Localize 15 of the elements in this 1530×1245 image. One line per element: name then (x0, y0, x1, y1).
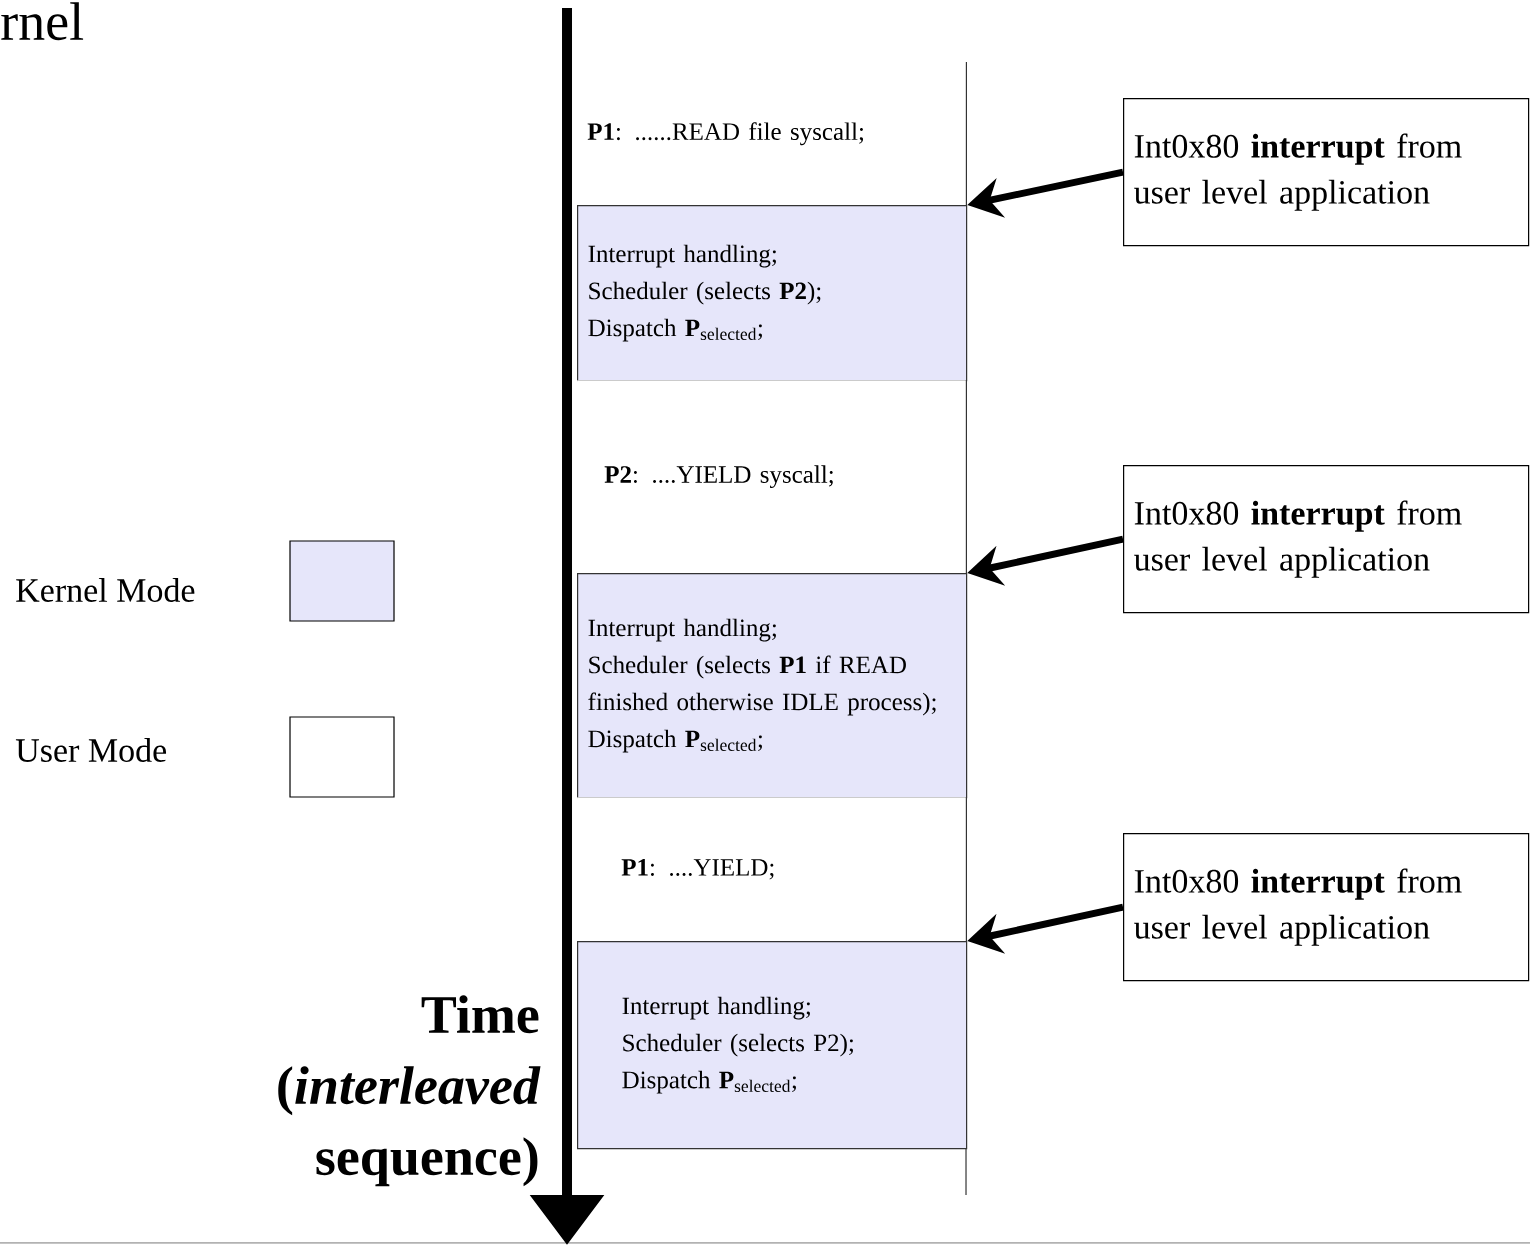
user-mode-band: P2: ....YIELD syscall; (577, 379, 967, 574)
callout-box: Int0x80 interrupt from user level application (1123, 465, 1530, 614)
node-label: P1: ....YIELD; (621, 859, 774, 880)
callout-box: Int0x80 interrupt from user level application (1123, 833, 1530, 982)
axis-label: Time (interleaved sequence) (278, 995, 541, 1187)
kernel-mode-band: Interrupt handling; Scheduler (selects P1 if READ finished otherwise IDLE process); Dispatch P$_{selected}$; (577, 573, 968, 799)
kernel-mode-band: Interrupt handling; Scheduler (selects P2); Dispatch P$_{selected}$; (577, 941, 968, 1150)
legend-label: Kernel Mode (16, 578, 195, 602)
user-mode-band: P1: ......READ file syscall; (577, 61, 967, 206)
title: rnel (1, 2, 84, 41)
legend-label: User Mode (15, 738, 167, 762)
kernel-mode-band: Interrupt handling; Scheduler (selects P2); Dispatch P$_{selected}$; (577, 205, 968, 382)
callout-box: Int0x80 interrupt from user level application (1123, 98, 1530, 247)
node-label: P2: ....YIELD syscall; (604, 465, 833, 489)
user-mode-band: P1: ....YIELD; (577, 796, 967, 942)
